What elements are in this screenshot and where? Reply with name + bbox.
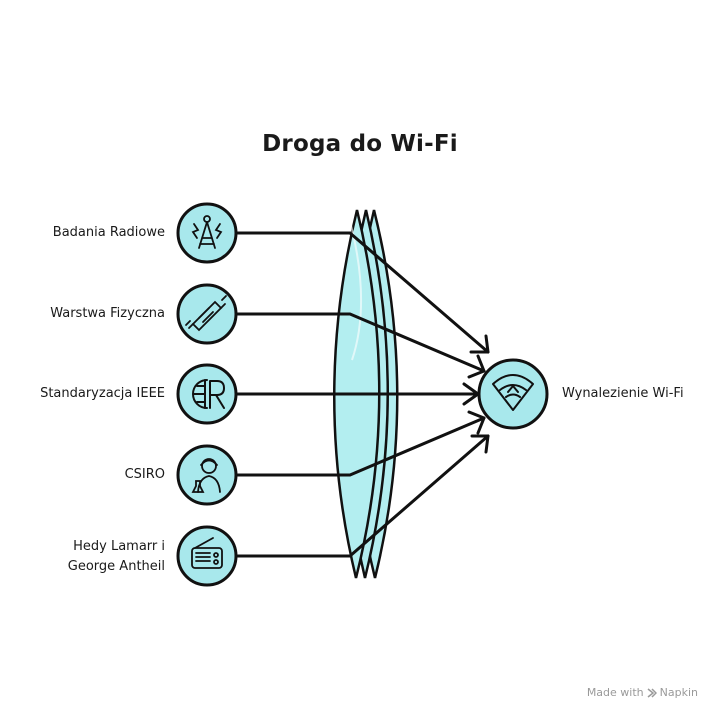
arrowhead-2 bbox=[467, 354, 486, 379]
node-badania-radiowe bbox=[176, 202, 238, 264]
node-hedy-lamarr bbox=[176, 525, 238, 587]
node-standaryzacja-ieee bbox=[176, 363, 238, 425]
footer-brand: Napkin bbox=[659, 686, 698, 699]
node-warstwa-fizyczna bbox=[176, 283, 238, 345]
ieee-logo-icon bbox=[192, 379, 226, 409]
connector-line-5 bbox=[235, 434, 490, 558]
napkin-logo-icon bbox=[647, 687, 657, 698]
scientist-icon bbox=[191, 458, 221, 493]
label-hedy-lamarr: Hedy Lamarr i George Antheil bbox=[67, 539, 165, 574]
label-badania-radiowe: Badania Radiowe bbox=[52, 225, 165, 240]
arrowhead-4 bbox=[467, 410, 486, 435]
diagram-title: Droga do Wi-Fi bbox=[262, 131, 458, 157]
label-standaryzacja-ieee: Standaryzacja IEEE bbox=[40, 386, 165, 401]
label-warstwa-fizyczna: Warstwa Fizyczna bbox=[50, 306, 165, 321]
radio-tower-icon bbox=[191, 215, 223, 249]
connector-line-2 bbox=[235, 312, 486, 373]
label-csiro: CSIRO bbox=[124, 467, 165, 482]
connector-line-1 bbox=[235, 231, 490, 354]
connector-line-4 bbox=[235, 416, 486, 477]
node-wynalezienie-wifi bbox=[477, 358, 549, 430]
node-csiro bbox=[176, 444, 238, 506]
arrowhead-1 bbox=[469, 334, 490, 354]
label-wynalezienie-wifi: Wynalezienie Wi-Fi bbox=[562, 386, 684, 401]
footer-text: Made with bbox=[586, 686, 644, 699]
wifi-icon bbox=[492, 374, 534, 411]
made-with-footer: Made with Napkin bbox=[587, 686, 698, 699]
vintage-radio-icon bbox=[191, 537, 223, 569]
arrowhead-5 bbox=[470, 434, 490, 454]
circuit-board-icon bbox=[185, 295, 227, 332]
